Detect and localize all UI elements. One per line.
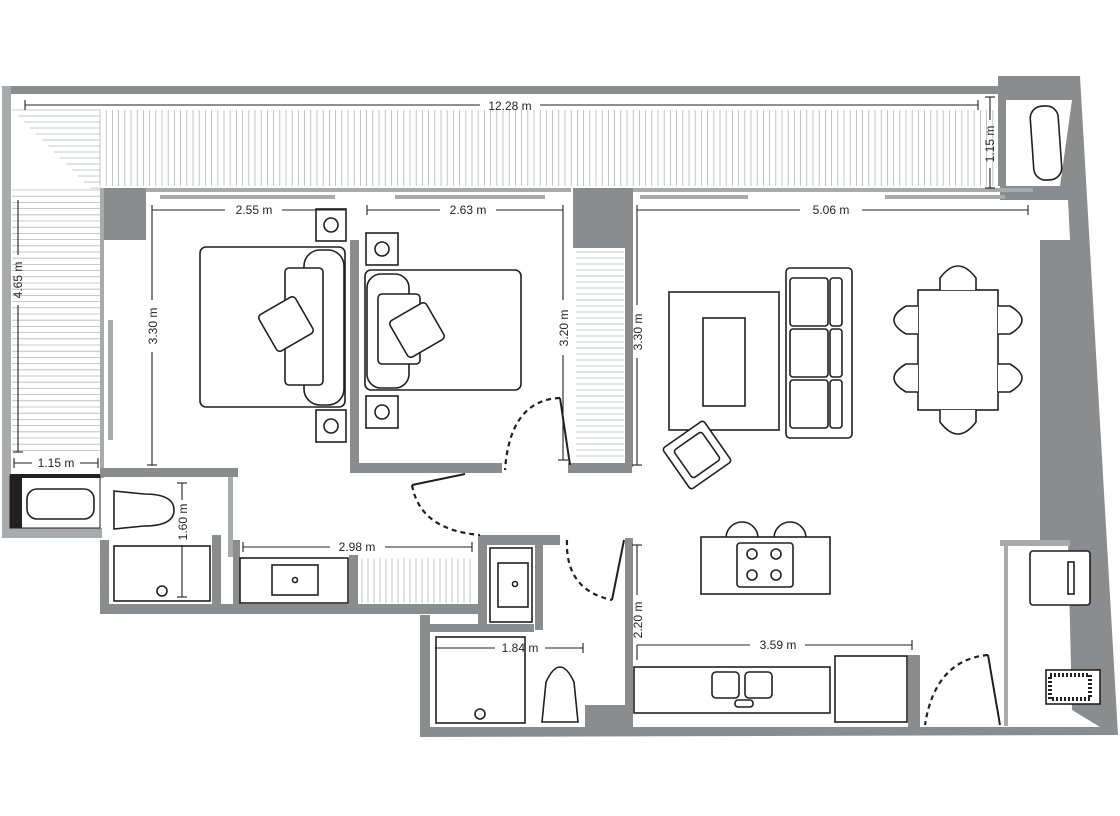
dimension-lines	[13, 96, 1029, 660]
dim-bedroom1-width: 2.55 m	[236, 203, 273, 217]
terrace-decking	[99, 110, 994, 186]
bathtub	[9, 474, 101, 529]
kitchen-counter	[633, 655, 908, 723]
dim-bath-left-width: 1.15 m	[38, 456, 75, 470]
dim-hall-width: 2.98 m	[339, 540, 376, 554]
kitchen-island	[700, 521, 831, 595]
dim-bathroom2-width: 1.84 m	[502, 641, 539, 655]
dim-bedroom2-width: 2.63 m	[450, 203, 487, 217]
laundry	[1029, 550, 1101, 705]
dim-terrace-right-depth: 1.15 m	[983, 126, 997, 163]
dim-kitchen-width: 3.59 m	[760, 638, 797, 652]
dim-living-width: 5.06 m	[813, 203, 850, 217]
terrace-bench	[1029, 105, 1063, 181]
bed-bedroom-2	[364, 232, 522, 429]
dim-kitchen-depth: 2.20 m	[631, 602, 645, 639]
dim-terrace-width: 12.28 m	[488, 99, 531, 113]
dim-bathroom1-depth: 1.60 m	[176, 504, 190, 541]
stair-treads	[361, 251, 624, 603]
bed-bedroom-1	[199, 208, 347, 443]
dim-terrace-left-depth: 4.65 m	[11, 262, 25, 299]
bathroom-2-fixtures	[435, 547, 579, 724]
dim-bedroom2-depth: 3.20 m	[557, 310, 571, 347]
dimension-labels: 12.28 m 1.15 m 4.65 m 2.55 m 3.30 m 2.63…	[11, 99, 997, 655]
interior-walls	[100, 188, 1070, 735]
terrace-decking-left	[12, 109, 100, 451]
living-furniture	[662, 267, 853, 490]
bathroom-1-fixtures	[113, 490, 349, 604]
dim-living-depth: 3.30 m	[631, 314, 645, 351]
dining-table	[893, 265, 1023, 435]
dim-bedroom1-depth: 3.30 m	[146, 308, 160, 345]
doors	[410, 396, 1001, 726]
